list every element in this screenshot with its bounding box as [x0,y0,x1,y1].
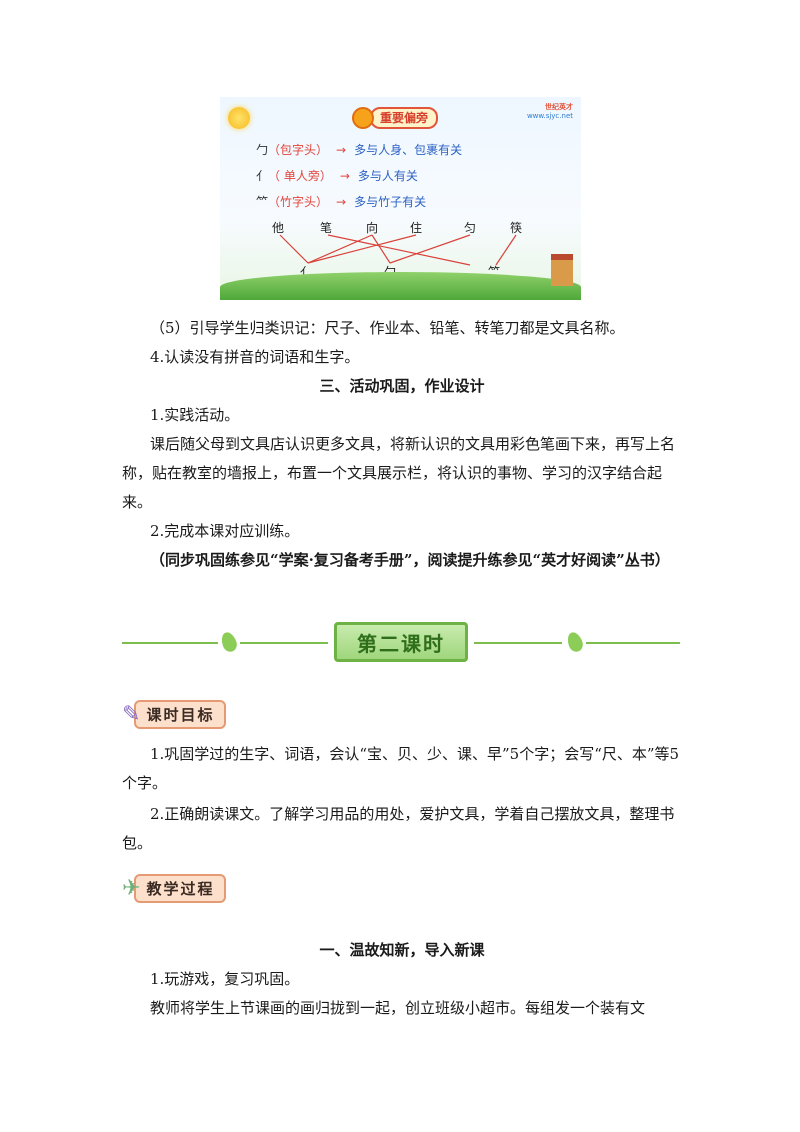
slide-title-wrap: 重要偏旁 [352,107,439,129]
process-badge: ✈ 教学过程 [122,874,227,903]
char-ta: 他 [272,221,285,235]
radical-desc: 多与人有关 [357,169,418,183]
arrow-icon: → [339,169,350,183]
radical-char: 亻 [256,169,269,183]
sun-icon [228,107,250,129]
radical-lesson-slide: 世纪英才 www.sjyc.net 重要偏旁 勹（包字头）→多与人身、包裹有关 … [220,97,581,300]
brand-logo: 世纪英才 www.sjyc.net [527,103,573,121]
leaf-icon [565,630,585,654]
process-badge-label: 教学过程 [134,874,227,903]
divider-line-right-2 [586,642,680,644]
divider-line-right [474,642,562,644]
heading-activity: 三、活动巩固，作业设计 [319,377,485,395]
megaphone-icon [352,107,374,129]
house-icon [551,254,573,286]
lesson-title-banner: 第二课时 [334,622,468,662]
radical-char: ⺮ [256,195,269,209]
leaf-icon [219,630,239,654]
radical-name: （竹字头） [268,195,329,209]
brand-name: 世纪英才 [545,103,573,111]
radical-name: （ 单人旁） [268,169,332,183]
goal-2: 2.正确朗读课文。了解学习用品的用处，爱护文具，学着自己摆放文具，整理书包。 [122,805,675,852]
radical-row-1: 勹（包字头） → 多与人身、包裹有关 [256,141,462,158]
paragraph-read: 4.认读没有拼音的词语和生字。 [150,348,360,366]
paragraph-practice: 1.实践活动。 [150,406,240,424]
paragraph-classify: （5）引导学生归类识记：尺子、作业本、铅笔、转笔刀都是文具名称。 [150,319,625,337]
radical-row-2: 亻（ 单人旁） → 多与人有关 [256,167,418,184]
heading-review: 一、温故知新，导入新课 [319,941,485,959]
goal-1: 1.巩固学过的生字、词语，会认“宝、贝、少、课、早”5个字；会写“尺、本”等5个… [122,745,680,792]
brand-url: www.sjyc.net [526,112,573,120]
radical-desc: 多与人身、包裹有关 [354,143,463,157]
paper-plane-icon: ✈ [122,876,141,901]
char-bi: 笔 [320,221,333,235]
divider-line-left-2 [240,642,328,644]
paragraph-reference: （同步巩固练参见“学案·复习备考手册”，阅读提升练参见“英才好阅读”丛书） [150,551,670,569]
paragraph-exercise: 2.完成本课对应训练。 [150,522,300,540]
goals-badge: ✎ 课时目标 [122,700,227,729]
goals-badge-label: 课时目标 [134,700,227,729]
radical-name: （包字头） [268,143,329,157]
divider-line-left [122,642,218,644]
radical-char: 勹 [256,143,269,157]
arrow-icon: → [336,195,347,209]
matching-lines [279,234,517,266]
slide-title: 重要偏旁 [370,107,439,129]
radical-row-3: ⺮（竹字头） → 多与竹子有关 [256,193,426,210]
grass-ground [220,272,581,300]
arrow-icon: → [336,143,347,157]
lesson-divider: 第二课时 [122,620,680,664]
radical-desc: 多与竹子有关 [354,195,427,209]
brush-icon: ✎ [122,702,141,727]
char-kuai: 筷 [510,221,523,235]
char-xiang: 向 [366,221,379,235]
paragraph-supermarket: 教师将学生上节课画的画归拢到一起，创立班级小超市。每组发一个装有文 [150,999,646,1017]
char-yun: 匀 [464,221,477,235]
paragraph-homework: 课后随父母到文具店认识更多文具，将新认识的文具用彩色笔画下来，再写上名称，贴在教… [122,435,676,511]
paragraph-game: 1.玩游戏，复习巩固。 [150,970,300,988]
char-zhu: 住 [410,221,423,235]
